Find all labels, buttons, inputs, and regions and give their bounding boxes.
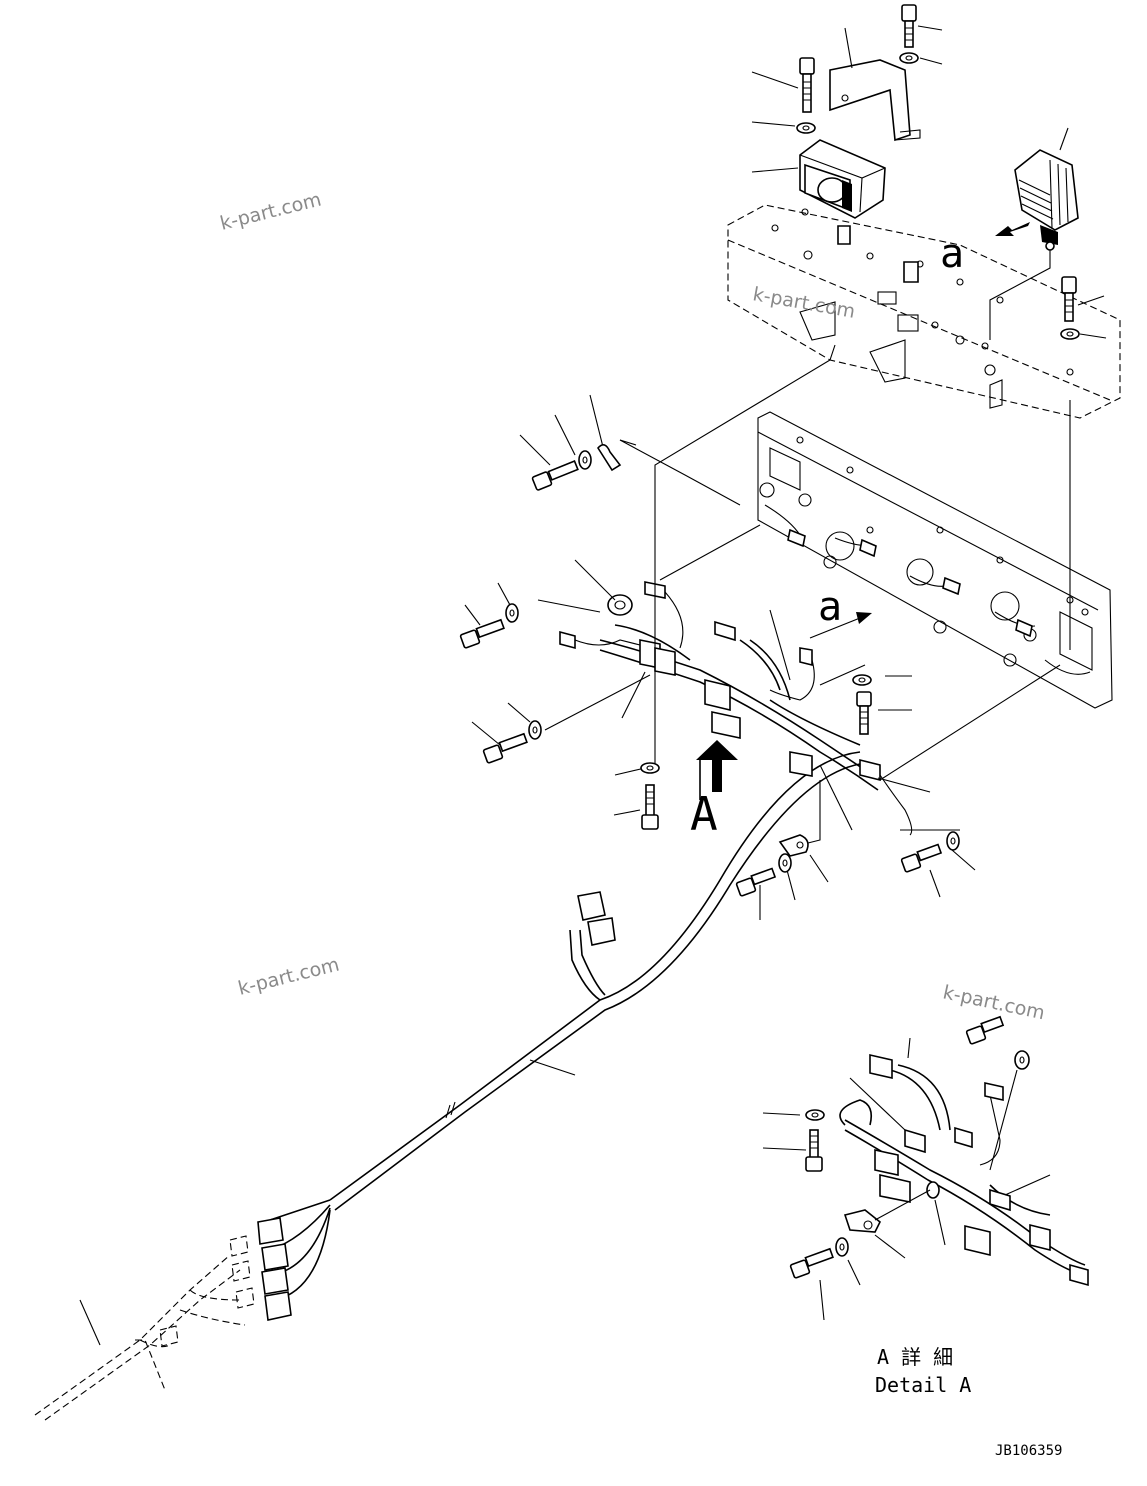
detail-a-group — [762, 1015, 1089, 1321]
bolt-top-3 — [1061, 276, 1105, 322]
detail-washer-1 — [1014, 1050, 1030, 1070]
detail-caption-jp: A 詳 細 — [877, 1345, 953, 1369]
bolt-top-2 — [901, 4, 943, 48]
drawing-number: JB106359 — [995, 1443, 1062, 1459]
arrow-a-mid — [809, 612, 872, 639]
bolt-harness-7 — [900, 843, 943, 873]
detail-bolt-2 — [805, 1129, 823, 1172]
light-bracket — [829, 27, 921, 142]
leader-lines — [464, 344, 1071, 1076]
bolt-harness-5 — [856, 691, 872, 735]
top-mounting-plate — [727, 204, 1121, 419]
washer-harness-6 — [778, 853, 792, 873]
washer-top-3 — [1060, 328, 1107, 340]
watermark: k-part.com — [751, 283, 857, 323]
harness-connectors-upper — [559, 581, 913, 836]
bolt-harness-4 — [641, 784, 659, 830]
washer-top-1 — [751, 121, 816, 134]
bolt-harness-3 — [482, 732, 528, 764]
lower-frame-plate — [757, 411, 1113, 709]
watermark: k-part.com — [941, 981, 1047, 1024]
washer-harness-4 — [640, 762, 660, 774]
washer-harness-2 — [505, 603, 519, 623]
clamp-harness-2 — [778, 834, 809, 857]
harness-connectors-lower — [257, 891, 616, 1321]
bolt-harness-6 — [735, 867, 777, 897]
label-a-mid: a — [818, 584, 842, 630]
main-harness — [269, 624, 881, 1301]
detail-caption-en: Detail A — [875, 1373, 971, 1397]
detail-bolt-3 — [789, 1247, 834, 1279]
bolt-harness-2 — [459, 618, 505, 649]
label-a-top: a — [940, 231, 964, 277]
work-light-left — [751, 139, 886, 219]
watermark: k-part.com — [218, 188, 324, 234]
detail-washer-3 — [835, 1237, 849, 1257]
washer-top-2 — [899, 52, 943, 65]
bolt-harness-1 — [531, 460, 579, 491]
watermark: k-part.com — [236, 953, 342, 999]
work-light-right — [989, 127, 1079, 340]
detail-clamp — [843, 1209, 882, 1233]
arrow-A — [696, 740, 738, 792]
washer-harness-3 — [528, 720, 542, 740]
detail-washer-2 — [805, 1109, 825, 1121]
washer-harness-7 — [946, 831, 960, 851]
mating-harness-dashed — [34, 1235, 255, 1421]
washer-harness-1 — [578, 450, 592, 470]
bolt-top-1 — [751, 57, 815, 113]
washer-harness-5 — [852, 674, 872, 686]
detail-bolt-1 — [965, 1015, 1005, 1045]
label-A: A — [690, 787, 718, 841]
clamp-harness-1 — [597, 444, 622, 472]
